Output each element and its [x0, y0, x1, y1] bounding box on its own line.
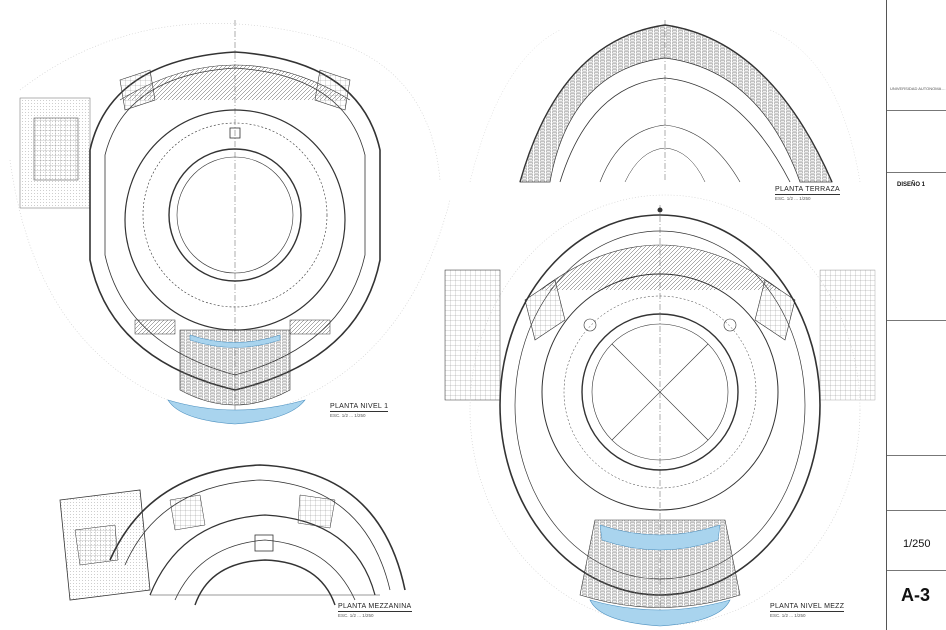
tb-north-section: [887, 455, 946, 511]
caption-nivel-1-scale: ESC. 1/2 ... 1/250: [330, 413, 366, 418]
caption-mezzanina-title: PLANTA MEZZANINA: [338, 603, 412, 612]
tb-logo-section: UNIVERSIDAD AUTONOMA ...: [887, 0, 946, 111]
caption-nivel-1: PLANTA NIVEL 1 ESC. 1/2 ... 1/250: [330, 403, 389, 418]
tb-scale-section: 1/250: [887, 510, 946, 571]
tb-barcode-section: [887, 110, 946, 173]
plan-nivel-mezz: [444, 194, 876, 627]
caption-nivel-mezz-title: PLANTA NIVEL MEZZ: [770, 603, 845, 612]
caption-nivel-1-title: PLANTA NIVEL 1: [330, 403, 389, 412]
caption-terraza: PLANTA TERRAZA ESC. 1/2 ... 1/250: [775, 186, 841, 201]
caption-mezzanina-scale: ESC. 1/2 ... 1/250: [338, 613, 374, 618]
university-name: UNIVERSIDAD AUTONOMA ...: [890, 86, 946, 91]
caption-terraza-scale: ESC. 1/2 ... 1/250: [775, 196, 811, 201]
plan-terraza: [469, 20, 861, 183]
section-label: DISEÑO 1: [897, 182, 926, 188]
plan-mezzanina: [59, 464, 406, 606]
caption-mezzanina: PLANTA MEZZANINA ESC. 1/2 ... 1/250: [338, 603, 412, 618]
title-block: UNIVERSIDAD AUTONOMA ... DISEÑO 1 1/250 …: [886, 0, 946, 630]
caption-terraza-title: PLANTA TERRAZA: [775, 186, 841, 195]
sheet-number: A-3: [901, 585, 931, 605]
tb-info-section: DISEÑO 1: [887, 172, 946, 321]
caption-nivel-mezz: PLANTA NIVEL MEZZ ESC. 1/2 ... 1/250: [770, 603, 845, 618]
caption-nivel-mezz-scale: ESC. 1/2 ... 1/250: [770, 613, 806, 618]
scale-value: 1/250: [903, 538, 931, 550]
tb-map-section: [887, 320, 946, 456]
plan-nivel-1: [9, 20, 451, 425]
tb-sheet-section: A-3: [887, 570, 946, 630]
